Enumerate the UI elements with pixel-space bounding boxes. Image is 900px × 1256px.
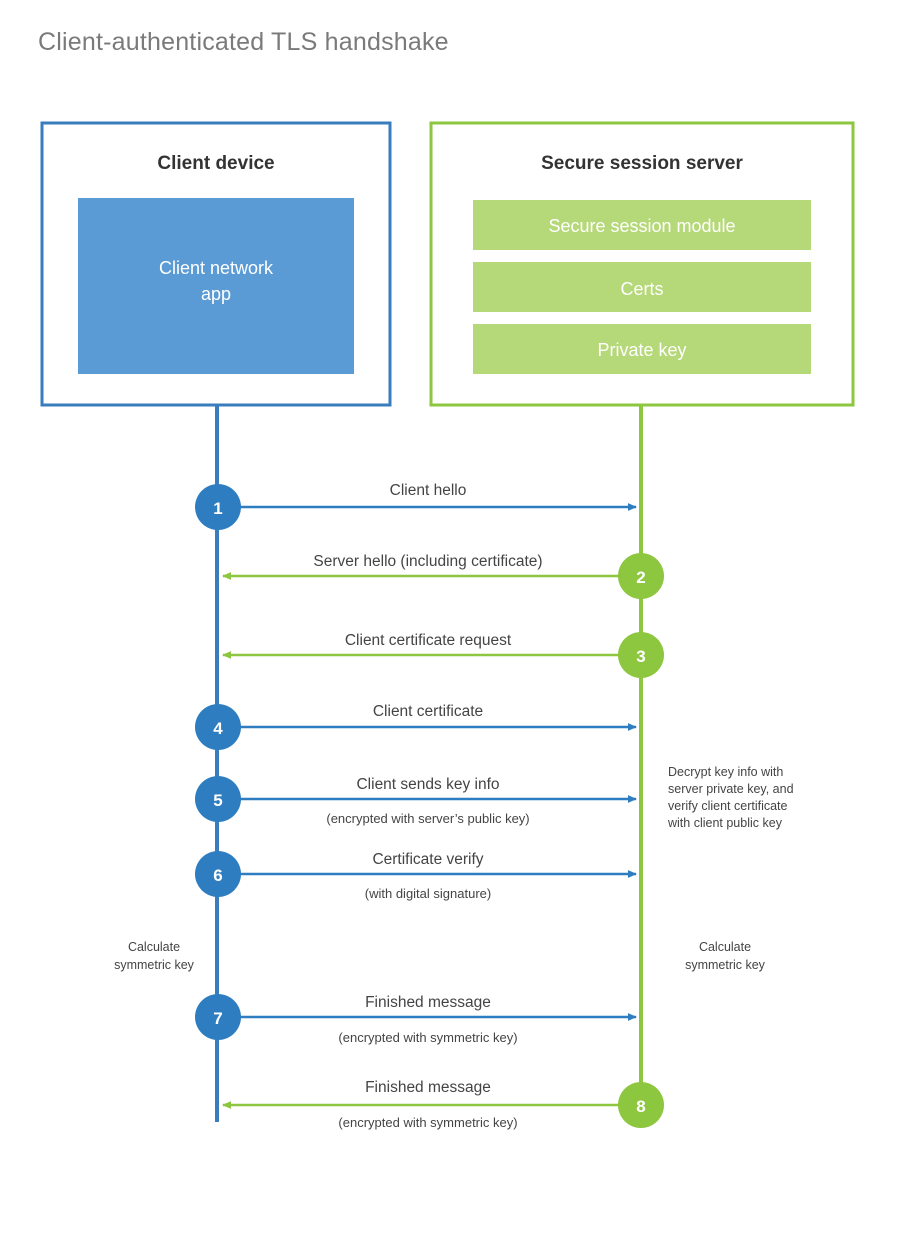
step-4-badge	[195, 704, 241, 750]
step-8-sublabel: (encrypted with symmetric key)	[338, 1115, 517, 1130]
client-device-title: Client device	[157, 153, 274, 174]
client-network-app-box	[78, 198, 354, 374]
server-calculate-note: Calculate symmetric key	[685, 940, 766, 972]
step-3-number: 3	[636, 647, 645, 666]
step-2-number: 2	[636, 568, 645, 587]
step-3-label: Client certificate request	[345, 632, 512, 649]
secure-session-server-title: Secure session server	[541, 153, 743, 174]
client-calculate-note-line-2: symmetric key	[114, 958, 195, 972]
step-5-label: Client sends key info	[356, 776, 499, 793]
server-calculate-note-line-1: Calculate	[699, 940, 751, 954]
step-5: Client sends key info (encrypted with se…	[195, 776, 637, 826]
server-calculate-note-line-2: symmetric key	[685, 958, 766, 972]
server-decrypt-note-line-4: with client public key	[667, 816, 783, 830]
step-8: Finished message (encrypted with symmetr…	[222, 1079, 664, 1130]
step-6-label: Certificate verify	[372, 851, 483, 868]
step-3-badge	[618, 632, 664, 678]
client-network-app-label-line2: app	[201, 284, 231, 304]
step-8-number: 8	[636, 1097, 645, 1116]
server-decrypt-note: Decrypt key info with server private key…	[667, 765, 794, 830]
step-5-badge	[195, 776, 241, 822]
step-7-label: Finished message	[365, 994, 491, 1011]
server-decrypt-note-line-2: server private key, and	[668, 782, 794, 796]
step-4-label: Client certificate	[373, 703, 483, 720]
step-1: Client hello 1	[195, 482, 637, 530]
certs-label: Certs	[620, 279, 663, 299]
server-decrypt-note-line-3: verify client certificate	[668, 799, 788, 813]
step-1-label: Client hello	[390, 482, 467, 499]
client-network-app-label-line1: Client network	[159, 258, 274, 278]
step-6-sublabel: (with digital signature)	[365, 886, 491, 901]
step-5-sublabel: (encrypted with server’s public key)	[326, 811, 529, 826]
step-5-number: 5	[213, 791, 222, 810]
step-6-number: 6	[213, 866, 222, 885]
secure-session-module-label: Secure session module	[548, 216, 735, 236]
client-calculate-note: Calculate symmetric key	[114, 940, 195, 972]
step-2: Server hello (including certificate) 2	[222, 553, 664, 599]
step-8-badge	[618, 1082, 664, 1128]
private-key-label: Private key	[597, 340, 686, 360]
step-1-number: 1	[213, 499, 222, 518]
step-7-badge	[195, 994, 241, 1040]
step-6-badge	[195, 851, 241, 897]
step-1-badge	[195, 484, 241, 530]
step-7-sublabel: (encrypted with symmetric key)	[338, 1030, 517, 1045]
step-7-number: 7	[213, 1009, 222, 1028]
certs-box	[473, 262, 811, 312]
server-decrypt-note-line-1: Decrypt key info with	[668, 765, 783, 779]
secure-session-server-node: Secure session server Secure session mod…	[429, 121, 855, 407]
step-8-label: Finished message	[365, 1079, 491, 1096]
step-6: Certificate verify (with digital signatu…	[195, 851, 637, 901]
step-4-number: 4	[213, 719, 223, 738]
step-7: Finished message (encrypted with symmetr…	[195, 994, 637, 1045]
step-3: Client certificate request 3	[222, 632, 664, 678]
client-device-node: Client device Client network app	[40, 121, 392, 407]
page-title: Client-authenticated TLS handshake	[38, 28, 449, 56]
private-key-box	[473, 324, 811, 374]
step-4: Client certificate 4	[195, 703, 637, 750]
step-2-label: Server hello (including certificate)	[313, 553, 542, 570]
secure-session-module-box	[473, 200, 811, 250]
step-2-badge	[618, 553, 664, 599]
client-calculate-note-line-1: Calculate	[128, 940, 180, 954]
